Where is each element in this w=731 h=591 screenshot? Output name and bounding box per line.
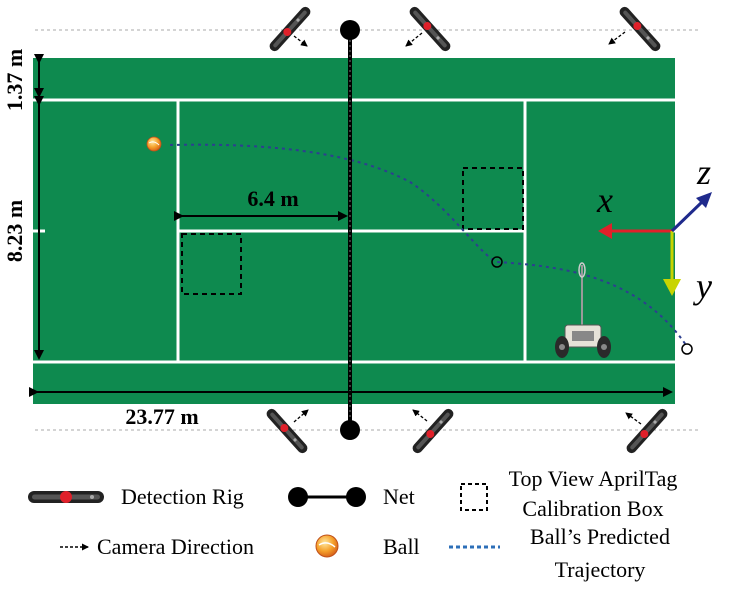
axis-label-x: x <box>596 180 613 220</box>
legend: Detection Rig Net Top View AprilTag Cali… <box>28 466 677 582</box>
calibration-box-right <box>462 167 524 230</box>
detection-rig-icon <box>407 4 453 54</box>
legend-detection-rig-icon <box>28 491 104 503</box>
legend-trajectory-label-1: Ball’s Predicted <box>530 524 670 549</box>
camera-direction-arrows <box>293 31 642 425</box>
legend-net-label: Net <box>383 484 415 509</box>
dim-service-to-net: 6.4 m <box>247 186 298 211</box>
predicted-landing <box>681 343 693 355</box>
legend-calibration-label-2: Calibration Box <box>522 496 663 521</box>
ball-icon <box>146 136 162 152</box>
detection-rig-icon <box>267 4 313 54</box>
bounce-point <box>491 256 503 268</box>
axis-label-y: y <box>693 266 712 306</box>
calibration-box-left <box>181 233 242 295</box>
dim-court-length: 23.77 m <box>125 404 198 429</box>
legend-calibration-box-icon <box>460 483 488 511</box>
dim-singles-width: 8.23 m <box>2 200 27 262</box>
legend-calibration-label-1: Top View AprilTag <box>509 466 678 491</box>
legend-ball-icon <box>315 534 339 558</box>
net <box>340 20 360 440</box>
legend-net-icon <box>288 487 366 507</box>
legend-camera-direction-label: Camera Direction <box>97 534 254 559</box>
coordinate-axes <box>598 192 712 296</box>
axis-label-z: z <box>696 152 711 192</box>
dim-alley-width: 1.37 m <box>2 49 27 111</box>
legend-ball-label: Ball <box>383 534 420 559</box>
detection-rig-icon <box>624 406 670 456</box>
legend-trajectory-label-2: Trajectory <box>555 557 646 582</box>
legend-detection-rig-label: Detection Rig <box>121 484 244 509</box>
dimension-markers <box>29 54 673 397</box>
predicted-trajectory <box>169 143 689 349</box>
detection-rig-icon <box>617 4 663 54</box>
robot-icon <box>555 262 611 358</box>
